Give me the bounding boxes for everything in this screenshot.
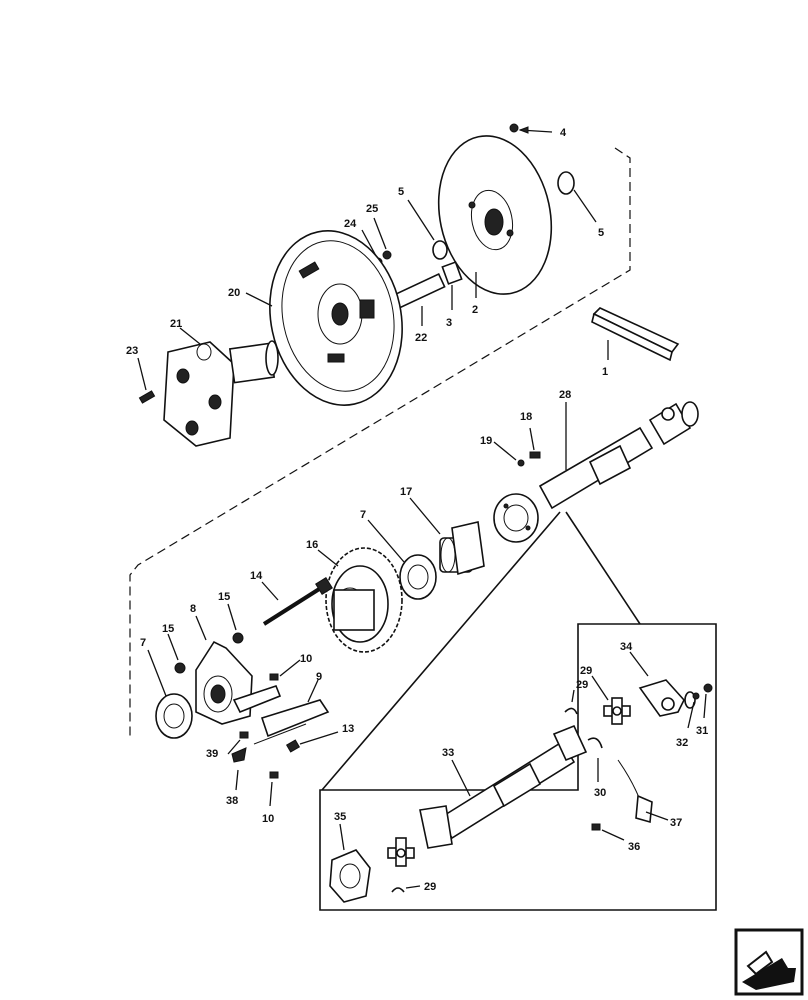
scraper-9: [253, 699, 330, 745]
callout-29-lower: 29: [424, 881, 436, 893]
callout-10-lower: 10: [262, 813, 274, 825]
callout-9: 9: [316, 671, 322, 683]
callout-19: 19: [480, 435, 492, 447]
clip-37: [635, 794, 653, 824]
callout-29-ring: 29: [576, 679, 588, 691]
callout-28: 28: [559, 389, 571, 401]
callout-15-left: 15: [162, 623, 174, 635]
callout-18: 18: [520, 411, 532, 423]
callout-35: 35: [334, 811, 346, 823]
ring-5-right: [557, 171, 597, 223]
callout-1: 1: [602, 366, 608, 378]
sprocket-16: [325, 547, 403, 653]
callout-24: 24: [344, 218, 357, 230]
bushing-3: [441, 261, 463, 310]
hub-flange-21: [163, 340, 279, 447]
callout-34: 34: [620, 641, 633, 653]
bolt-18: [529, 451, 541, 459]
callout-8: 8: [190, 603, 196, 615]
callout-20: 20: [228, 287, 240, 299]
callout-14: 14: [250, 570, 263, 582]
plate-38: [231, 747, 247, 763]
callout-33: 33: [442, 747, 454, 759]
callout-5-right: 5: [598, 227, 604, 239]
drive-disc: [437, 135, 553, 295]
pulley-20: [269, 230, 403, 406]
callout-31: 31: [696, 725, 708, 737]
callout-23: 23: [126, 345, 138, 357]
nut-31: [703, 683, 713, 693]
callout-10-upper: 10: [300, 653, 312, 665]
callout-37: 37: [670, 817, 682, 829]
callout-5-left: 5: [398, 186, 404, 198]
bearing-7-upper: [399, 554, 437, 600]
clip-10-lower: [269, 771, 279, 779]
callout-38: 38: [226, 795, 238, 807]
bolt-14: [262, 577, 333, 626]
inset-lead-left: [321, 511, 561, 791]
callout-4: 4: [560, 127, 567, 139]
navigation-arrow-icon[interactable]: [734, 928, 804, 996]
coupler-17: [439, 521, 485, 576]
bearing-7-lower: [155, 693, 193, 739]
callout-29-upper: 29: [580, 665, 592, 677]
snap-ring-30: [587, 737, 603, 749]
callout-32: 32: [676, 737, 688, 749]
callout-36: 36: [628, 841, 640, 853]
callout-13: 13: [342, 723, 354, 735]
inset-lead-right: [565, 511, 641, 625]
u-joint-cross-29-lower: [387, 837, 415, 867]
washer-32: [692, 692, 700, 700]
driveshaft-28: [493, 401, 699, 543]
callout-39: 39: [206, 748, 218, 760]
callout-17: 17: [400, 486, 412, 498]
flange-35: [329, 849, 371, 903]
callout-3: 3: [446, 317, 452, 329]
u-joint-cross-29-upper: [603, 697, 631, 725]
wire-37: [617, 759, 641, 801]
callout-15-right: 15: [218, 591, 230, 603]
bolt-4: [509, 123, 553, 134]
bearing-housing-8: [195, 640, 282, 725]
callout-16: 16: [306, 539, 318, 551]
callout-25: 25: [366, 203, 378, 215]
bolt-39: [239, 731, 249, 739]
bolt-13: [285, 739, 301, 753]
bolt-23: [137, 357, 156, 404]
callout-22: 22: [415, 332, 427, 344]
callout-30-upper: 30: [594, 787, 606, 799]
driveshaft-33: [419, 724, 588, 849]
screw-36: [591, 823, 601, 831]
ring-5-left: [407, 199, 448, 260]
key-1: [591, 307, 680, 362]
nut-15-left: [174, 662, 186, 674]
snap-ring-lower: [391, 887, 405, 893]
snap-ring-upper: [564, 707, 578, 715]
clip-10-upper: [269, 673, 279, 681]
nut-19: [517, 459, 525, 467]
callout-2: 2: [472, 304, 478, 316]
dashed-boundary: [129, 147, 631, 740]
yoke-34: [638, 679, 696, 717]
callout-7-lower: 7: [140, 637, 146, 649]
nut-15-right: [232, 632, 244, 644]
callout-21: 21: [170, 318, 182, 330]
callout-7-upper: 7: [360, 509, 366, 521]
nut-25: [382, 250, 392, 260]
detail-inset-frame: [319, 623, 717, 911]
